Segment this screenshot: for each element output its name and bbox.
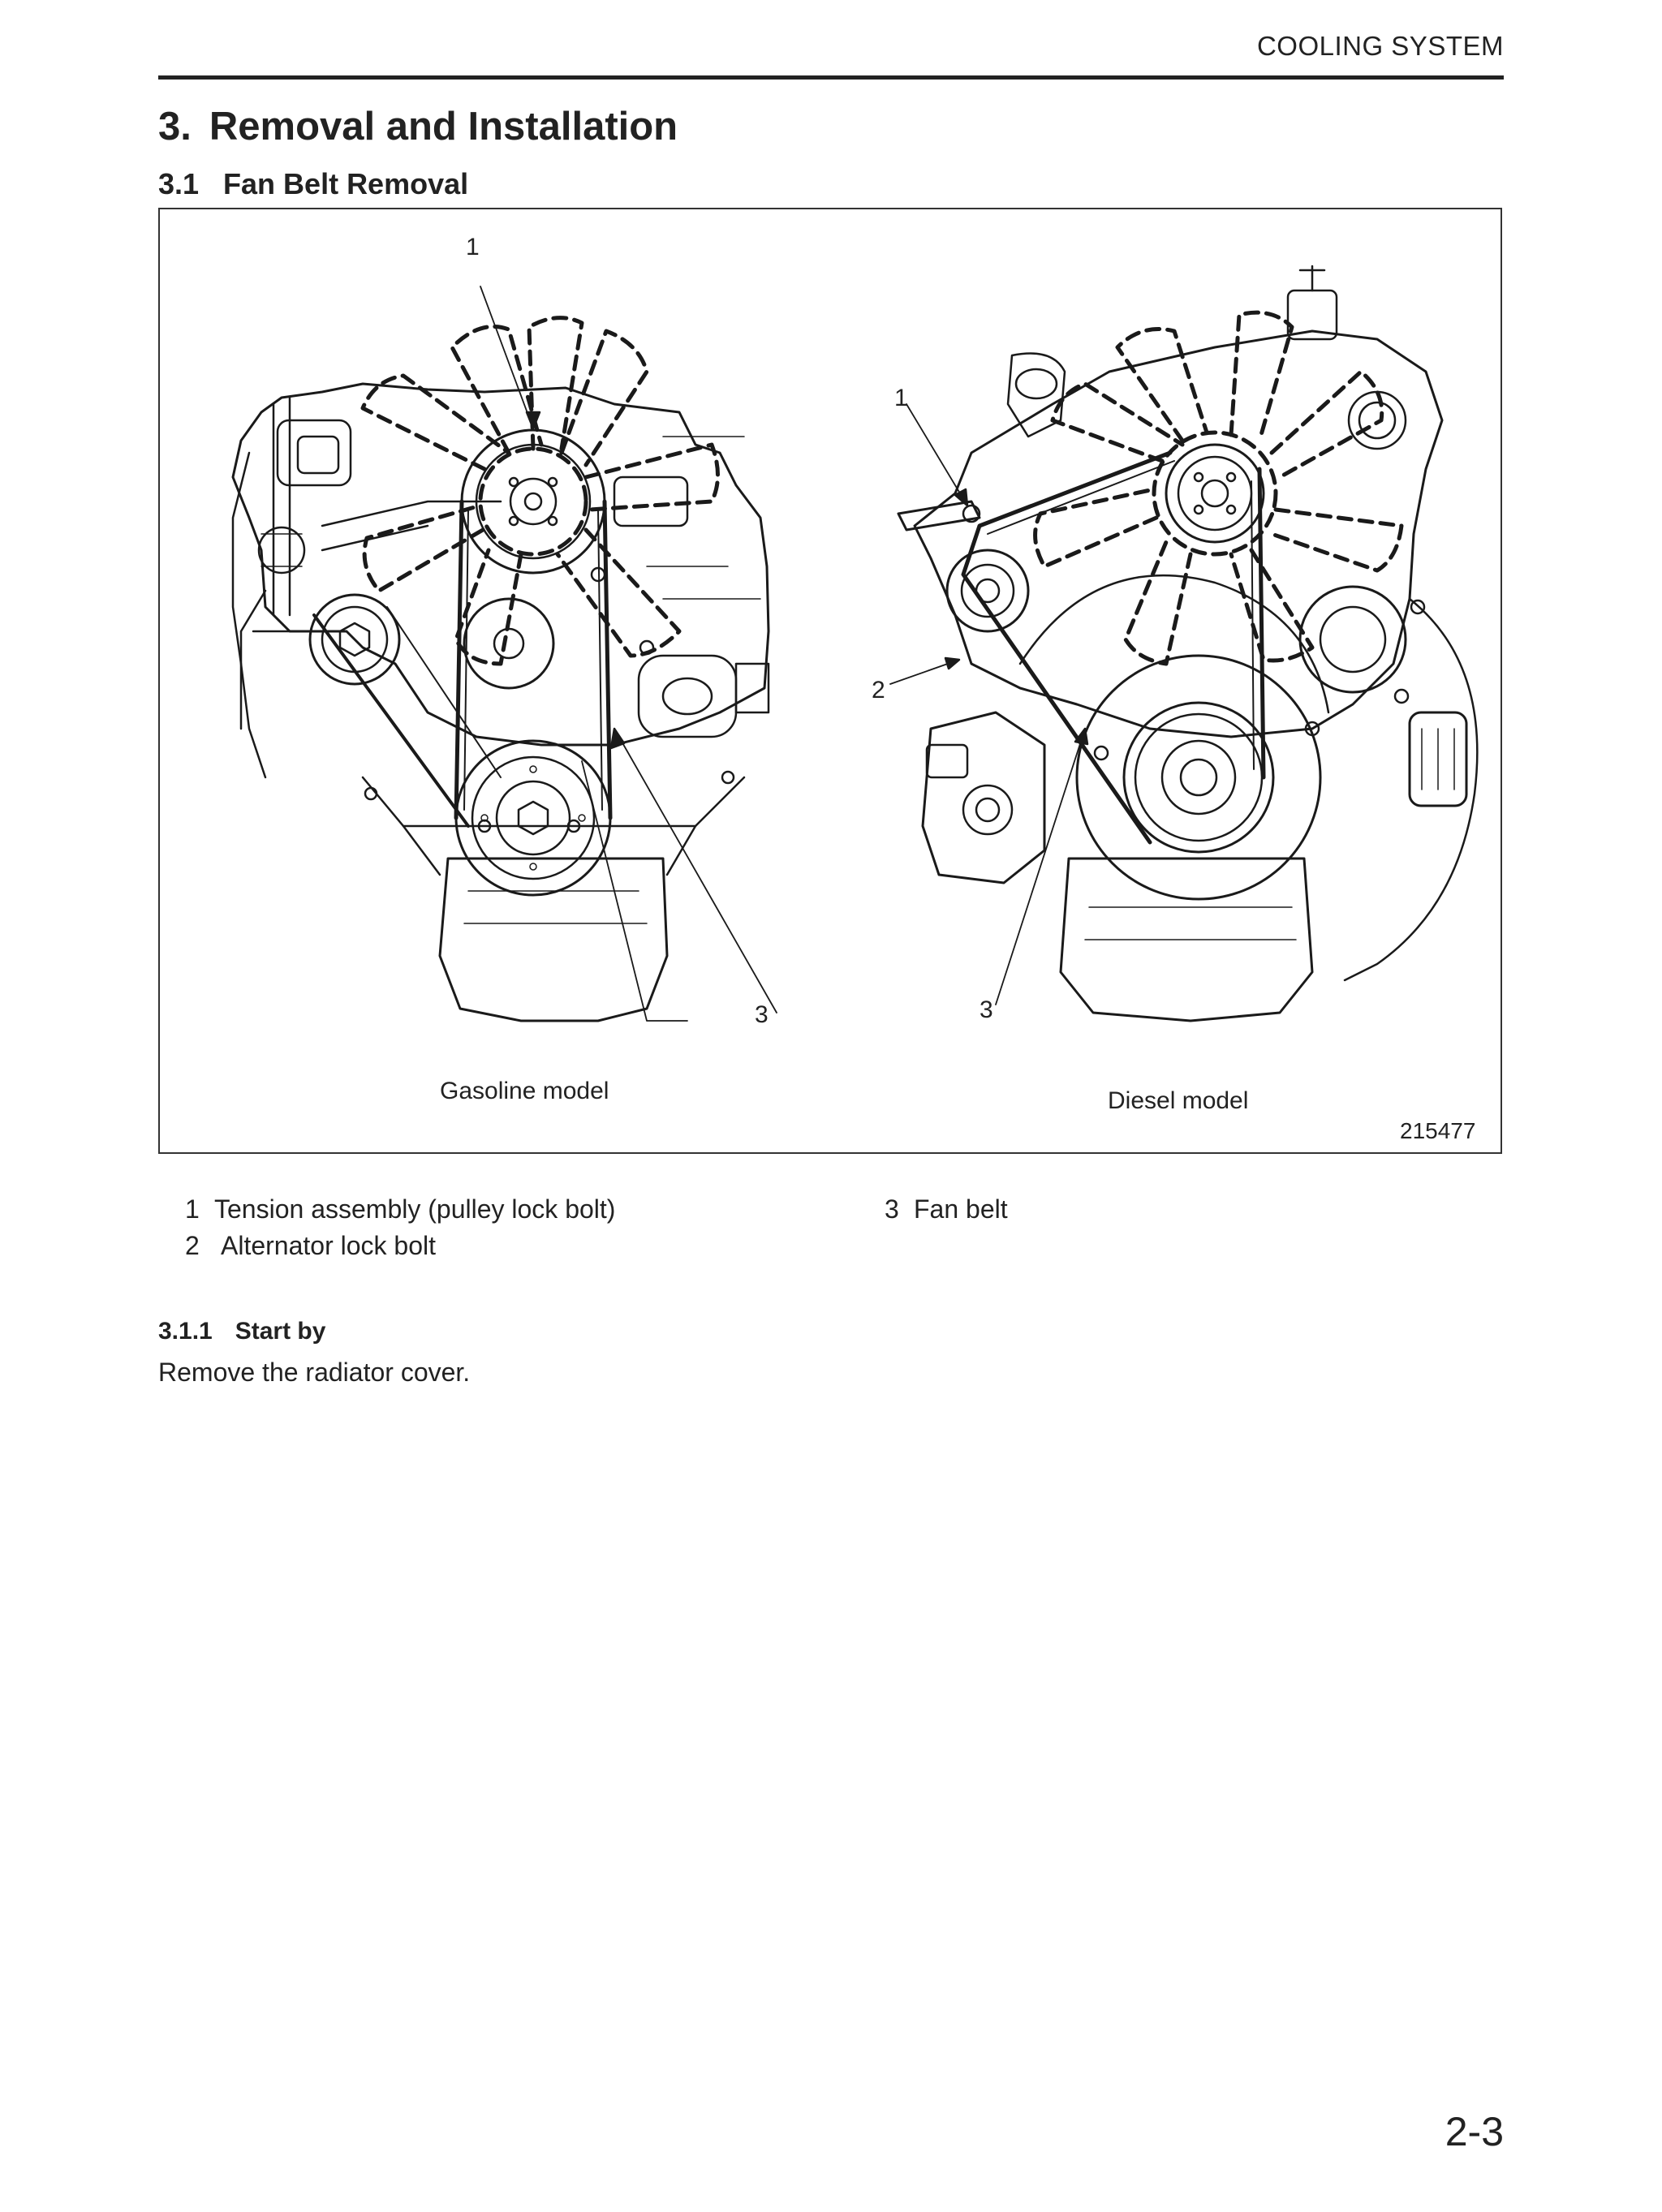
legend-item: 2 Alternator lock bolt bbox=[185, 1231, 436, 1261]
callout-diesel-3: 3 bbox=[980, 996, 993, 1023]
subsection-number: 3.1 bbox=[158, 167, 200, 200]
legend-item: 1 Tension assembly (pulley lock bolt) bbox=[185, 1194, 615, 1224]
subsubsection-title-text: Start by bbox=[235, 1318, 326, 1345]
figure-id: 215477 bbox=[1400, 1118, 1476, 1143]
section-title-text: Removal and Installation bbox=[209, 105, 678, 148]
subsubsection-title: 3.1.1 Start by bbox=[158, 1318, 325, 1345]
legend-text: Alternator lock bolt bbox=[221, 1231, 437, 1260]
legend-item: 3 Fan belt bbox=[885, 1194, 1008, 1224]
gasoline-engine-drawing bbox=[231, 286, 777, 1022]
legend-number: 2 bbox=[185, 1231, 200, 1260]
subsubsection-number: 3.1.1 bbox=[158, 1318, 213, 1345]
section-number: 3. bbox=[158, 105, 192, 148]
engine-illustration bbox=[231, 265, 1479, 1022]
diesel-engine-drawing bbox=[889, 265, 1479, 1022]
body-text: Remove the radiator cover. bbox=[158, 1358, 471, 1387]
caption-gasoline-model: Gasoline model bbox=[440, 1078, 609, 1104]
callout-gasoline-1: 1 bbox=[466, 234, 480, 260]
legend-text: Tension assembly (pulley lock bolt) bbox=[214, 1194, 616, 1224]
subsection-title-text: Fan Belt Removal bbox=[223, 167, 469, 200]
legend-number: 1 bbox=[185, 1194, 200, 1224]
callout-diesel-1: 1 bbox=[894, 385, 908, 411]
running-header: COOLING SYSTEM bbox=[1256, 31, 1504, 61]
legend-text: Fan belt bbox=[914, 1194, 1008, 1224]
callout-gasoline-3: 3 bbox=[755, 1001, 769, 1028]
figure-frame: 1 3 1 2 3 Gasoline model Diesel model 21… bbox=[158, 208, 1502, 1154]
subsection-title: 3.1 Fan Belt Removal bbox=[158, 167, 468, 201]
header-rule bbox=[158, 75, 1504, 80]
page-number: 2-3 bbox=[1445, 2109, 1504, 2154]
caption-diesel-model: Diesel model bbox=[1108, 1087, 1249, 1114]
callout-diesel-2: 2 bbox=[872, 677, 885, 704]
legend-number: 3 bbox=[885, 1194, 899, 1224]
section-title: 3. Removal and Installation bbox=[158, 104, 678, 149]
